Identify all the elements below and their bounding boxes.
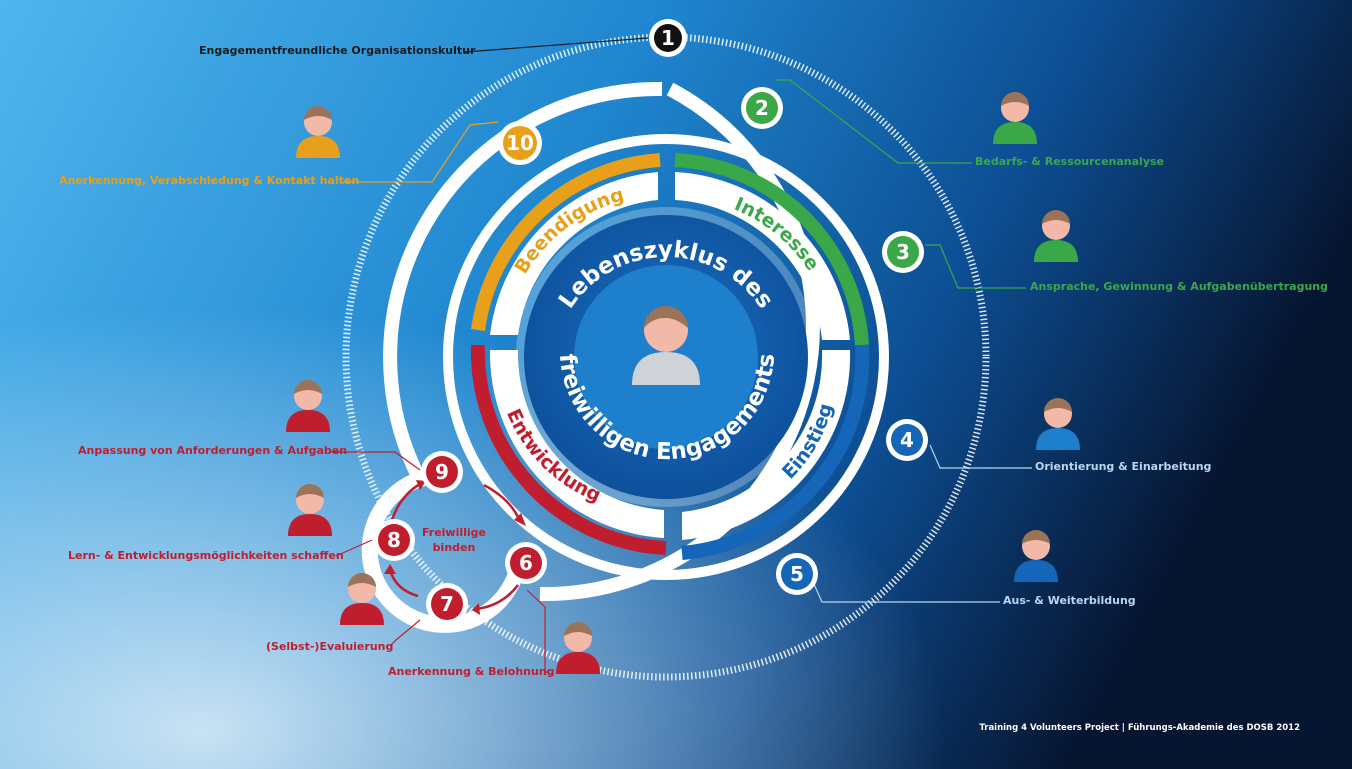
entwicklung-arc xyxy=(470,344,667,555)
einstieg-band xyxy=(682,350,851,540)
person-icon-7 xyxy=(340,573,384,625)
svg-text:6: 6 xyxy=(519,551,533,575)
credit-footer: Training 4 Volunteers Project | Führungs… xyxy=(979,723,1300,733)
step-badge-9: 9 xyxy=(421,451,463,493)
step-badge-6: 6 xyxy=(505,542,547,584)
step-3-label: Ansprache, Gewinnung & Aufgabenübertragu… xyxy=(1030,280,1329,293)
person-icon-10 xyxy=(296,106,340,158)
middle-ring xyxy=(443,134,889,580)
beendigung-band xyxy=(490,172,658,335)
step-badge-2: 2 xyxy=(741,87,783,129)
svg-text:7: 7 xyxy=(440,592,454,616)
step-5-label: Aus- & Weiterbildung xyxy=(1003,594,1136,607)
loop-arrowhead-7-8 xyxy=(384,564,396,574)
person-icon-8 xyxy=(288,484,332,536)
step-7-label: (Selbst-)Evaluierung xyxy=(266,640,394,653)
step-badge-7: 7 xyxy=(426,583,468,625)
svg-text:9: 9 xyxy=(435,460,449,484)
loop-arrow-8-9 xyxy=(390,482,421,521)
outer-ring-left xyxy=(383,81,663,484)
step-8-label: Lern- & Entwicklungsmöglichkeiten schaff… xyxy=(68,549,344,562)
outer-dotted-ring xyxy=(342,33,990,681)
interesse-arc xyxy=(674,153,869,346)
svg-text:5: 5 xyxy=(790,562,804,586)
center-person-icon xyxy=(632,306,700,385)
step-badge-10: 10 xyxy=(498,121,542,165)
loop-arrowhead-9-6 xyxy=(514,513,526,526)
beendigung-arc xyxy=(471,153,661,331)
step-2-label: Bedarfs- & Ressourcenanalyse xyxy=(975,155,1164,168)
entwicklung-band xyxy=(489,350,664,538)
loop-arrowhead-8-9 xyxy=(416,480,426,490)
svg-text:10: 10 xyxy=(506,131,534,155)
binden-loop xyxy=(361,467,526,633)
step-1-label: Engagementfreundliche Organisationskultu… xyxy=(199,44,476,57)
loop-label-line2: binden xyxy=(433,541,476,554)
loop-label-line1: Freiwillige xyxy=(422,526,486,539)
step-9-label: Anpassung von Anforderungen & Aufgaben xyxy=(78,444,348,457)
svg-text:3: 3 xyxy=(896,240,910,264)
step-10-label: Anerkennung, Verabschiedung & Kontakt ha… xyxy=(59,174,360,187)
step-4-label: Orientierung & Einarbeitung xyxy=(1035,460,1212,473)
loop-arrow-6-7 xyxy=(475,584,519,611)
svg-text:1: 1 xyxy=(661,26,675,50)
step-6-label: Anerkennung & Belohnung xyxy=(388,665,555,678)
person-icon-2 xyxy=(993,92,1037,144)
person-icon-6 xyxy=(556,622,600,674)
person-icon-9 xyxy=(286,380,330,432)
svg-text:4: 4 xyxy=(900,428,914,452)
step-badge-5: 5 xyxy=(776,553,818,595)
einstieg-arc xyxy=(681,344,870,560)
person-icon-3 xyxy=(1034,210,1078,262)
step-badge-8: 8 xyxy=(373,519,415,561)
svg-text:8: 8 xyxy=(387,528,401,552)
step-badge-3: 3 xyxy=(882,231,924,273)
step-badge-4: 4 xyxy=(886,419,928,461)
interesse-band xyxy=(675,172,850,340)
svg-text:2: 2 xyxy=(755,96,769,120)
step-badges: 1 2 3 4 5 6 7 8 9 10 xyxy=(373,19,928,625)
person-icon-4 xyxy=(1036,398,1080,450)
person-icon-5 xyxy=(1014,530,1058,582)
step-badge-1: 1 xyxy=(649,19,687,57)
loop-arrowhead-6-7 xyxy=(472,603,480,615)
